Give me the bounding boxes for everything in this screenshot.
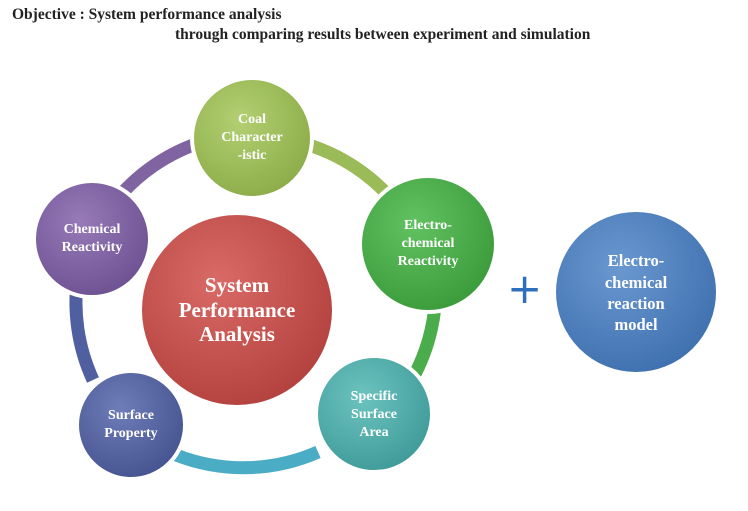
node-coal-circle [190, 76, 314, 200]
node-coal-label: Coal Character -istic [221, 111, 283, 164]
node-chemical-circle [32, 179, 152, 299]
node-specific-label: Specific Surface Area [350, 388, 398, 441]
node-specific-circle [314, 354, 434, 474]
objective-subtitle: through comparing results between experi… [175, 26, 591, 43]
node-electro-circle [358, 174, 498, 314]
node-surface-circle [75, 369, 187, 481]
center-circle [138, 211, 336, 409]
model-label: Electro- chemical reaction model [604, 251, 668, 335]
node-chemical-label: Chemical Reactivity [61, 221, 123, 255]
model-circle [552, 208, 720, 376]
center-label: System Performance Analysis [178, 272, 296, 347]
ring-arc-specific-surface [173, 446, 321, 475]
plus-sign: + [507, 264, 543, 313]
node-surface-label: Surface Property [104, 407, 158, 441]
node-electro-label: Electro- chemical Reactivity [397, 217, 459, 270]
objective-title: Objective : System performance analysis [12, 6, 282, 23]
